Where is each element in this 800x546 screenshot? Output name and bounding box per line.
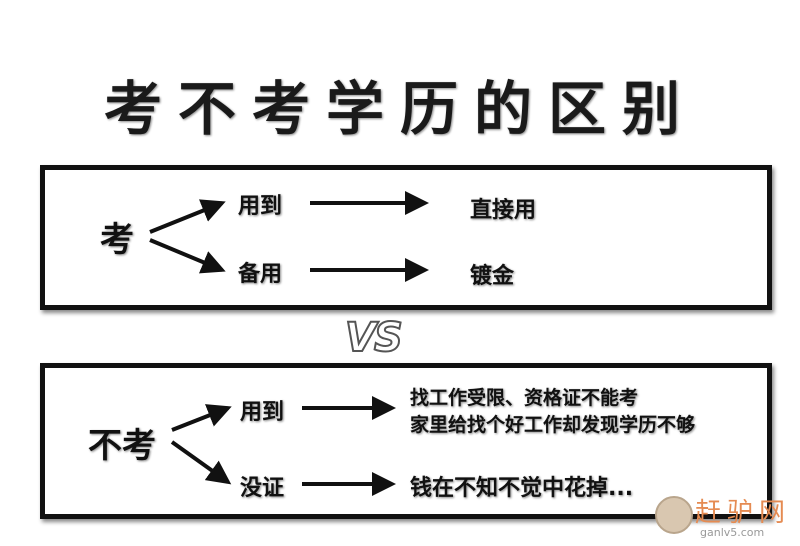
branch-result-line: 钱在不知不觉中花掉... [410, 476, 634, 501]
arrow-icon [170, 440, 232, 485]
arrow-icon [149, 199, 226, 234]
arrow-icon [149, 238, 226, 274]
branch-result: 直接用 [470, 198, 537, 223]
root-no-exam: 不考 [88, 426, 156, 466]
branch-label: 备用 [238, 262, 283, 287]
no-exam-box [40, 363, 772, 519]
branch-label: 没证 [240, 476, 285, 501]
branch-result-line: 家里给找个好工作却发现学历不够 [410, 414, 696, 436]
branch-label: 用到 [240, 400, 285, 425]
page-title: 考不考学历的区别 [103, 75, 696, 143]
root-take-exam: 考 [100, 220, 134, 260]
donkey-logo-icon [655, 496, 693, 534]
watermark-name: 赶驴网 [695, 498, 792, 528]
branch-label: 用到 [238, 194, 283, 219]
branch-result: 镀金 [470, 264, 515, 289]
arrow-icon [171, 404, 232, 432]
take-exam-box [40, 165, 772, 310]
vs-label: VS [344, 314, 404, 362]
branch-result-line: 找工作受限、资格证不能考 [410, 387, 639, 409]
watermark-url: ganlv5.com [700, 526, 765, 539]
